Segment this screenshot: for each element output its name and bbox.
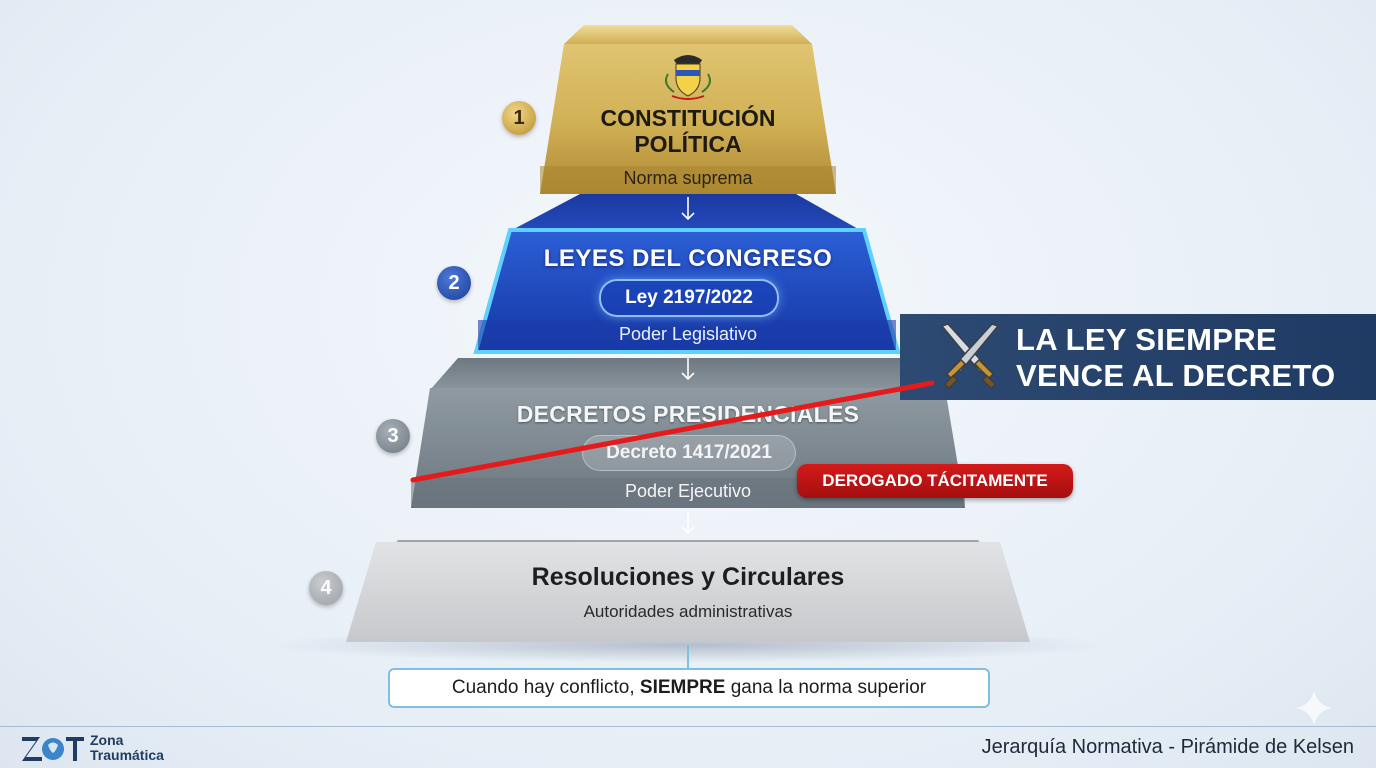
conflict-note: Cuando hay conflicto, SIEMPRE gana la no… xyxy=(388,668,990,708)
level-4-subtitle: Autoridades administrativas xyxy=(583,602,793,621)
conflict-bold: SIEMPRE xyxy=(639,677,726,698)
level-4-title: Resoluciones y Circulares xyxy=(531,563,845,591)
footer-title: Jerarquía Normativa - Pirámide de Kelsen xyxy=(981,736,1354,758)
logo-line1: Zona xyxy=(90,732,124,748)
arrow-2-3 xyxy=(681,358,695,381)
conflict-before: Cuando hay conflicto, xyxy=(451,677,640,698)
level-2-badge: 2 xyxy=(437,266,471,300)
coat-of-arms-icon xyxy=(665,55,711,100)
footer-divider xyxy=(0,726,1376,727)
logo-text: Zona Traumática xyxy=(90,733,164,763)
level-2-title: LEYES DEL CONGRESO xyxy=(543,245,833,272)
level-1-title-line2: POLÍTICA xyxy=(634,131,742,157)
arrow-3-4 xyxy=(681,512,695,535)
sparkle-icon xyxy=(1296,690,1332,726)
zt-logo-icon xyxy=(22,737,84,761)
banner-line2: VENCE AL DECRETO xyxy=(1016,358,1336,393)
banner-line1: LA LEY SIEMPRE xyxy=(1016,322,1277,357)
level-3-subtitle: Poder Ejecutivo xyxy=(624,481,752,501)
arrow-1-2 xyxy=(681,197,695,221)
level-1-badge: 1 xyxy=(502,101,536,135)
level-1-title: CONSTITUCIÓN POLÍTICA xyxy=(0,105,1376,157)
level-3-badge: 3 xyxy=(376,419,410,453)
law-beats-decree-banner: LA LEY SIEMPRE VENCE AL DECRETO xyxy=(900,314,1376,400)
banner-text: LA LEY SIEMPRE VENCE AL DECRETO xyxy=(1016,322,1335,394)
level-2-pill: Ley 2197/2022 xyxy=(599,279,779,317)
logo-line2: Traumática xyxy=(90,747,164,763)
crossed-swords-icon xyxy=(940,323,1000,390)
level-1-subtitle: Norma suprema xyxy=(623,168,753,188)
level-2-subtitle: Poder Legislativo xyxy=(618,324,758,344)
level-1-title-line1: CONSTITUCIÓN xyxy=(600,105,776,131)
conflict-after: gana la norma superior xyxy=(725,677,927,698)
level-4-badge: 4 xyxy=(309,571,343,605)
derogado-badge: DEROGADO TÁCITAMENTE xyxy=(797,464,1073,498)
